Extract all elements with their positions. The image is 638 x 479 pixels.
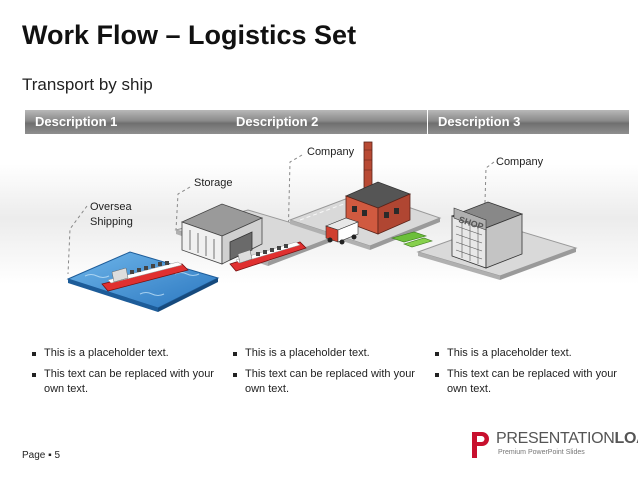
- list-item: This is a placeholder text.: [32, 346, 222, 361]
- shop-icon: SHOP: [450, 201, 524, 269]
- label-oversea-shipping: Oversea Shipping: [90, 201, 133, 228]
- label-storage: Storage: [194, 177, 233, 189]
- truck-icon: [325, 217, 359, 245]
- logo-tagline: Premium PowerPoint Slides: [498, 449, 585, 456]
- column-header-3: Description 3: [428, 110, 629, 134]
- label-company-2: Company: [496, 156, 544, 168]
- bullet-icon: [435, 352, 439, 356]
- logo-text: PRESENTATIONLOAD: [496, 430, 638, 447]
- docked-ship-icon: [229, 241, 307, 272]
- bullet-icon: [435, 373, 439, 377]
- bullet-icon: [233, 352, 237, 356]
- logo-p-icon: [472, 432, 489, 458]
- column-header-1: Description 1: [25, 110, 226, 134]
- label-company-1: Company: [307, 146, 355, 158]
- column-header-2: Description 2: [226, 110, 427, 134]
- page-number: Page ▪ 5: [22, 450, 61, 461]
- list-item: This is a placeholder text.: [435, 346, 625, 361]
- bullet-list-1: This is a placeholder text. This text ca…: [32, 346, 222, 403]
- cargo-ship-icon: [101, 261, 189, 292]
- list-item: This text can be replaced with your own …: [233, 367, 423, 397]
- bullet-list-2: This is a placeholder text. This text ca…: [233, 346, 423, 403]
- bullet-icon: [32, 373, 36, 377]
- bullet-list-3: This is a placeholder text. This text ca…: [435, 346, 625, 403]
- list-item: This text can be replaced with your own …: [32, 367, 222, 397]
- bullet-icon: [233, 373, 237, 377]
- page-subtitle: Transport by ship: [22, 75, 153, 94]
- page-title: Work Flow – Logistics Set: [22, 20, 357, 50]
- warehouse-icon: [180, 203, 264, 265]
- logistics-illustration: SHOP: [0, 141, 638, 312]
- bullet-icon: [32, 352, 36, 356]
- list-item: This text can be replaced with your own …: [435, 367, 625, 397]
- goods-icon: [390, 231, 433, 248]
- list-item: This is a placeholder text.: [233, 346, 423, 361]
